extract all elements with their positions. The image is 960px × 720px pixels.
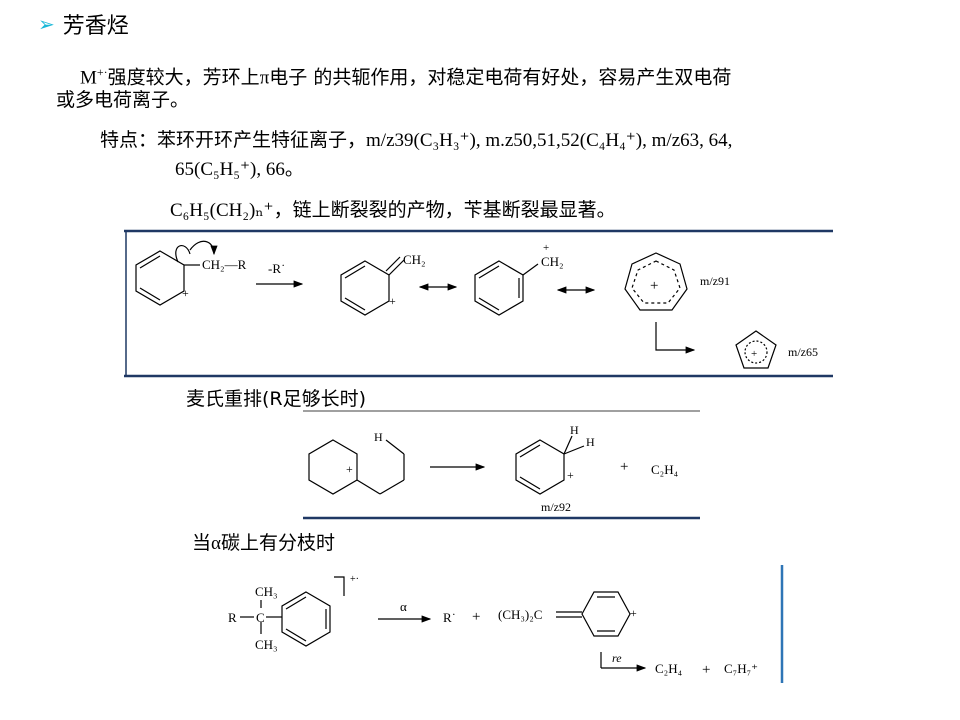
mz91-label: m/z91: [700, 274, 730, 288]
methylene-diene-structure: [340, 256, 405, 316]
heading-title: 芳香烃: [62, 14, 129, 39]
plus-sign-2: +: [389, 294, 396, 308]
quaternary-c-label: C: [256, 610, 265, 625]
c2h4-label-1: C₂H₄: [651, 462, 679, 477]
feature-text: 苯环开环产生特征离子，: [157, 129, 367, 151]
alpha-symbol: α: [211, 533, 221, 554]
ch2-r-label: CH₂—R: [202, 257, 247, 272]
feature-line-2: 65(C₅H₅⁺), 66。: [175, 159, 304, 180]
cyclopentadienyl-plus: +: [751, 348, 757, 360]
loss-r-label: -R˙: [268, 261, 285, 276]
r-label: R: [228, 610, 237, 625]
mclafferty-plus-2: +: [567, 468, 574, 482]
mclafferty-heading: 麦氏重排(R足够长时): [186, 388, 367, 410]
benzyl-text: ，链上断裂裂的产物，苄基断裂最显著。: [273, 199, 616, 221]
slide-heading: ➢ 芳香烃: [38, 8, 129, 40]
re-label: re: [612, 651, 622, 665]
dimethyl-c-label: (CH₃)₂C: [498, 607, 542, 622]
feature-paragraph: 特点：苯环开环产生特征离子，m/z39(C₃H₃⁺), m.z50,51,52(…: [100, 126, 732, 155]
c7h7-label: C₇H₇⁺: [724, 661, 758, 676]
mclafferty-reactant-structure: [308, 439, 405, 495]
mz92-label: m/z92: [541, 500, 571, 514]
ch2-label-a: CH₂: [403, 252, 426, 267]
tropylium-plus: +: [650, 278, 658, 294]
alpha-plus-1: +: [472, 609, 480, 625]
cyclopentadienyl-structure: [735, 330, 777, 369]
alpha-plus-2: +: [630, 606, 637, 620]
alpha-heading-prefix: 当: [192, 532, 212, 554]
c2h4-label-2: C₂H₄: [655, 661, 683, 676]
alpha-heading-suffix: 碳上有分枝时: [220, 532, 335, 554]
benzyl-cation-structure: [474, 260, 539, 316]
plus-sign-3: +: [543, 242, 549, 254]
arrow-bullet-icon: ➢: [38, 12, 55, 36]
mclafferty-plus-3: +: [620, 459, 628, 475]
intro-paragraph: M+·强度较大，芳环上π电子 的共轭作用，对稳定电荷有好处，容易产生双电荷: [80, 58, 930, 92]
intro-text-1: 强度较大，芳环上: [107, 66, 260, 89]
plus-sign-1: +: [182, 286, 189, 300]
pi-symbol: π: [259, 67, 270, 89]
r-radical-label: R˙: [443, 610, 456, 625]
hydrogen-label-2: H: [570, 423, 579, 437]
ch3-label-top: CH₃: [255, 584, 278, 599]
feature-line-1: m/z39(C₃H₃⁺), m.z50,51,52(C₄H₄⁺), m/z63,…: [366, 130, 733, 151]
alpha-plus-3: +: [702, 662, 710, 678]
benzyl-scheme-frame: [124, 229, 833, 378]
radical-cation-label: +·: [350, 574, 359, 585]
mclafferty-product-structure: [515, 435, 585, 495]
ion-charge: +·: [96, 65, 108, 79]
feature-label: 特点：: [100, 129, 158, 151]
ch2-label-b: CH₂: [541, 254, 564, 269]
tropylium-structure: [624, 252, 688, 311]
intro-text-3: 或多电荷离子。: [56, 89, 190, 111]
hydrogen-label-3: H: [586, 435, 595, 449]
fragment-arrow: [655, 322, 696, 354]
intro-text-2: 电子 的共轭作用，对稳定电荷有好处，容易产生双电荷: [269, 66, 732, 89]
mclafferty-plus-1: +: [346, 462, 353, 476]
benzyl-paragraph: C₆H₅(CH₂)ₙ⁺，链上断裂裂的产物，苄基断裂最显著。: [170, 196, 616, 225]
tert-alkylbenzene-structure: [240, 576, 345, 647]
ion-symbol: M: [80, 67, 97, 89]
benzyl-formula: C₆H₅(CH₂)ₙ⁺: [170, 200, 274, 221]
alkylbenzene-structure: [135, 240, 218, 306]
alpha-cleavage-label: α: [400, 599, 407, 614]
hydrogen-label-1: H: [374, 430, 383, 444]
ch3-label-bottom: CH₃: [255, 637, 278, 652]
dimethylmethylene-diene-structure: [556, 591, 631, 637]
mz65-label: m/z65: [788, 345, 818, 359]
alpha-branch-heading: 当α碳上有分枝时: [192, 528, 335, 555]
mclafferty-frame: [303, 410, 700, 520]
